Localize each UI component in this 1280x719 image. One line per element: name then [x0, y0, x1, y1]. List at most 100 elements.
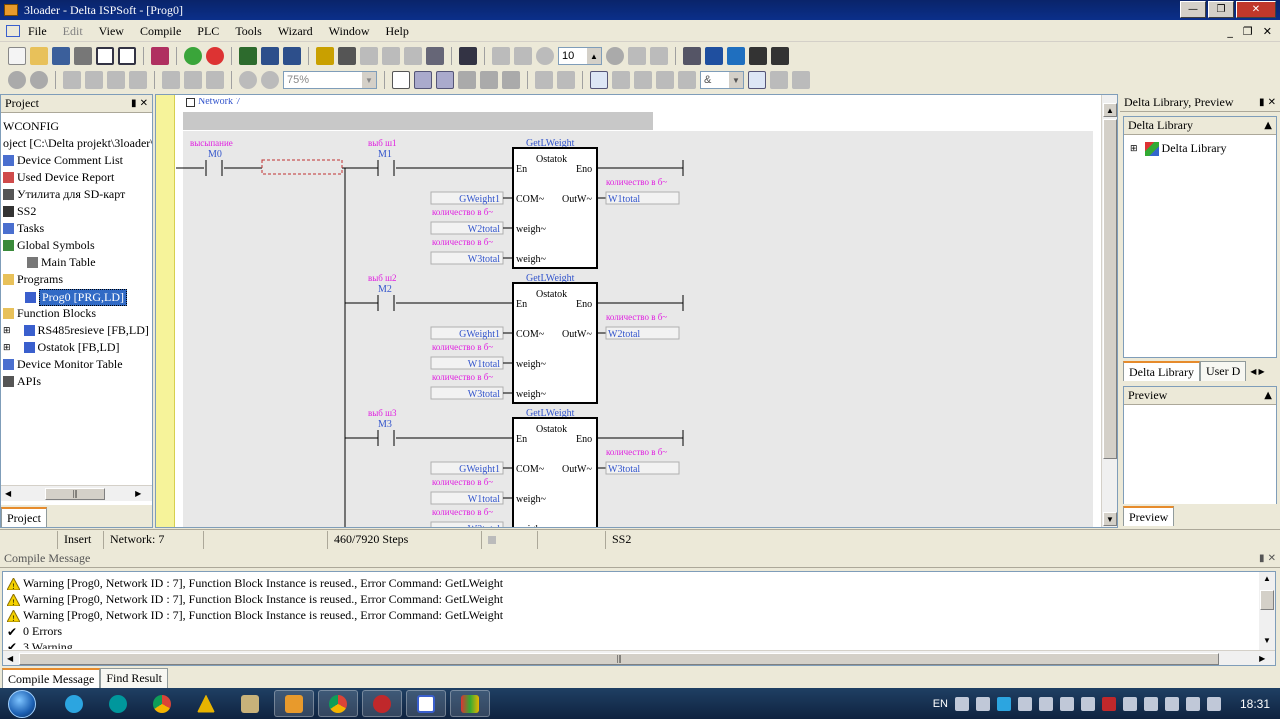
close-button[interactable]: ✕ — [1236, 1, 1276, 18]
message-row[interactable]: !Warning [Prog0, Network ID : 7], Functi… — [7, 576, 503, 591]
taskbar-app-white[interactable] — [406, 690, 446, 717]
scroll-right-icon[interactable]: ▶ — [135, 489, 142, 498]
tab-project[interactable]: Project — [1, 507, 47, 527]
library-section-header[interactable]: Delta Library ▲ — [1124, 117, 1276, 135]
clock[interactable]: 18:31 — [1239, 696, 1270, 711]
taskbar-app-multi[interactable] — [450, 690, 490, 717]
menu-compile[interactable]: Compile — [139, 23, 182, 38]
taskbar-app-yellow[interactable] — [186, 690, 226, 717]
tray-icon-f[interactable] — [1059, 696, 1074, 711]
doc-restore-icon[interactable]: ❐ — [1242, 24, 1253, 38]
tool-i-icon[interactable] — [771, 47, 789, 65]
taskbar-app-red[interactable] — [362, 690, 402, 717]
taskbar-ispsoft[interactable] — [274, 690, 314, 717]
tree-item-wconfig[interactable]: WCONFIG — [3, 119, 59, 134]
counter-spinner[interactable]: 10▲ — [558, 47, 602, 65]
project-hscrollbar[interactable]: ◀ ||| ▶ — [1, 485, 152, 501]
tool-h-icon[interactable] — [749, 47, 767, 65]
maximize-button[interactable]: ❐ — [1208, 1, 1234, 18]
tool-e-icon[interactable] — [683, 47, 701, 65]
replace-icon[interactable] — [184, 71, 202, 89]
save-icon[interactable] — [52, 47, 70, 65]
download-icon[interactable] — [283, 47, 301, 65]
scroll-left-icon[interactable]: ◀ — [7, 654, 14, 663]
tree-item-used-device[interactable]: Used Device Report — [3, 170, 114, 185]
tray-icon-b[interactable] — [975, 696, 990, 711]
tray-icon-a[interactable] — [954, 696, 969, 711]
tray-icon-d[interactable] — [1017, 696, 1032, 711]
tab-delta-library[interactable]: Delta Library — [1123, 361, 1200, 381]
step-e-icon[interactable] — [650, 47, 668, 65]
message-row[interactable]: !Warning [Prog0, Network ID : 7], Functi… — [7, 592, 503, 607]
grid-b-icon[interactable] — [436, 71, 454, 89]
online-icon[interactable] — [316, 47, 334, 65]
tab-user-library[interactable]: User D — [1199, 361, 1247, 381]
panel-pin-close-icon[interactable]: ▮ ✕ — [130, 98, 148, 109]
branch-icon[interactable] — [748, 71, 766, 89]
library-icon[interactable] — [151, 47, 169, 65]
step-d-icon[interactable] — [606, 47, 624, 65]
tray-icon-i[interactable] — [1122, 696, 1137, 711]
tool-g-icon[interactable] — [727, 47, 745, 65]
menu-help[interactable]: Help — [385, 23, 409, 38]
message-row[interactable]: ✔3 Warning — [7, 640, 73, 649]
scroll-down-icon[interactable]: ▼ — [1263, 636, 1271, 645]
zoom-select[interactable]: 75%▼ — [283, 71, 377, 89]
ld-b-icon[interactable] — [480, 71, 498, 89]
paste-icon[interactable] — [107, 71, 125, 89]
ld-e-icon[interactable] — [557, 71, 575, 89]
zoom-out-icon[interactable] — [261, 71, 279, 89]
tool-f-icon[interactable] — [705, 47, 723, 65]
compile-pin-close-icon[interactable]: ▮ ✕ — [1258, 553, 1276, 564]
view2-icon[interactable] — [118, 47, 136, 65]
start-button[interactable] — [0, 688, 44, 719]
tab-compile-message[interactable]: Compile Message — [2, 668, 101, 688]
bluetooth-icon[interactable] — [1143, 696, 1158, 711]
open-folder-icon[interactable] — [30, 47, 48, 65]
tray-icon-e[interactable] — [1038, 696, 1053, 711]
scroll-thumb[interactable] — [1103, 119, 1117, 459]
scroll-thumb[interactable] — [1260, 590, 1274, 610]
tab-find-result[interactable]: Find Result — [100, 668, 169, 688]
fb-icon[interactable] — [678, 71, 696, 89]
library-item[interactable]: ⊞ Delta Library — [1130, 141, 1227, 156]
tray-icon-g[interactable] — [1080, 696, 1095, 711]
doc-close-icon[interactable]: ✕ — [1262, 24, 1272, 38]
menu-file[interactable]: File — [28, 23, 47, 38]
zoom-in-icon[interactable] — [239, 71, 257, 89]
undo-icon[interactable] — [8, 71, 26, 89]
tree-item-prog0[interactable]: Prog0 [PRG,LD] — [25, 289, 128, 306]
taskbar-arduino[interactable] — [98, 690, 138, 717]
step-b-icon[interactable] — [514, 47, 532, 65]
language-indicator[interactable]: EN — [932, 697, 948, 710]
taskbar-telegram[interactable] — [54, 690, 94, 717]
branch-menu-icon[interactable] — [770, 71, 788, 89]
ld-d-icon[interactable] — [535, 71, 553, 89]
expand-icon[interactable]: ⊞ — [3, 342, 11, 353]
scroll-thumb[interactable]: ||| — [45, 487, 106, 500]
stop-icon[interactable] — [206, 47, 224, 65]
view1-icon[interactable] — [96, 47, 114, 65]
volume-icon[interactable] — [1206, 696, 1221, 711]
tree-item-ostatok[interactable]: ⊞Ostatok [FB,LD] — [3, 340, 120, 355]
taskbar-chrome-2[interactable] — [318, 690, 358, 717]
minimize-button[interactable]: — — [1180, 1, 1206, 18]
new-file-icon[interactable] — [8, 47, 26, 65]
erase-icon[interactable] — [129, 71, 147, 89]
editor-vscrollbar[interactable]: ▲ ▼ — [1101, 95, 1117, 527]
menu-plc[interactable]: PLC — [197, 23, 220, 38]
tree-item-project-path[interactable]: oject [C:\Delta projekt\3loader\3l — [3, 136, 152, 151]
menu-tools[interactable]: Tools — [235, 23, 262, 38]
menu-wizard[interactable]: Wizard — [277, 23, 313, 38]
network-collapse-icon[interactable] — [186, 98, 195, 107]
message-row[interactable]: !Warning [Prog0, Network ID : 7], Functi… — [7, 608, 503, 623]
pointer-icon[interactable] — [590, 71, 608, 89]
tab-preview[interactable]: Preview — [1123, 506, 1175, 526]
preview-header[interactable]: Preview ▲ — [1124, 387, 1276, 405]
tree-item-device-comment[interactable]: Device Comment List — [3, 153, 123, 168]
operator-select[interactable]: &▼ — [700, 71, 744, 89]
expand-icon[interactable]: ⊞ — [1130, 143, 1138, 154]
scroll-left-icon[interactable]: ◀ — [5, 489, 12, 498]
signal-icon[interactable] — [1185, 696, 1200, 711]
ld-c-icon[interactable] — [502, 71, 520, 89]
